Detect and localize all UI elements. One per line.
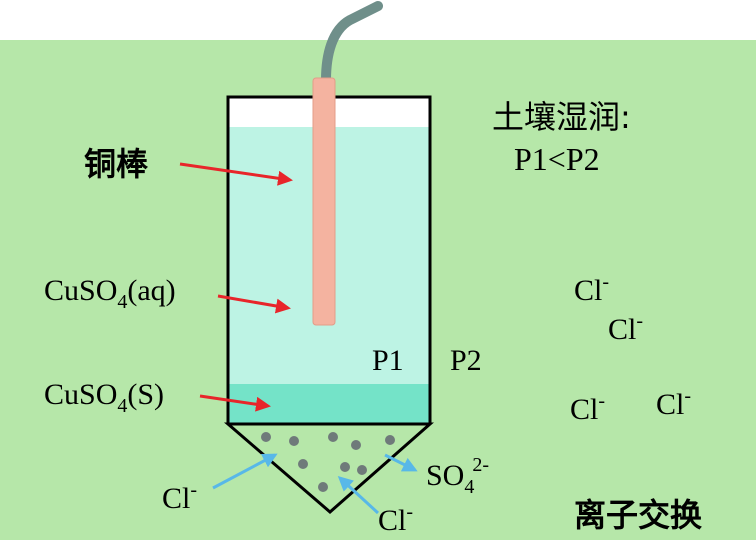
chloride-ion-1: Cl- <box>574 271 609 307</box>
p2-label: P2 <box>450 344 482 377</box>
chloride-ion-2: Cl- <box>608 310 643 346</box>
arrow-solid <box>199 394 271 412</box>
sulfate-ion-label: SO42- <box>426 454 489 498</box>
arrow-cl-bottom <box>337 475 380 515</box>
arrow-cl-left <box>212 453 278 490</box>
soil-condition-label: 土壤湿润: <box>492 98 631 136</box>
arrow-copper-rod <box>179 162 293 186</box>
arrow-solution <box>217 294 291 314</box>
ion-exchange-label: 离子交换 <box>574 496 702 534</box>
lead-wire <box>321 1 383 85</box>
porous-cone <box>223 422 434 514</box>
p1-label: P1 <box>372 344 404 377</box>
solid-label: CuSO4(S) <box>44 378 164 417</box>
chloride-ion-cone-left: Cl- <box>162 479 197 515</box>
chloride-ion-3: Cl- <box>570 390 605 426</box>
potential-relation-label: P1<P2 <box>514 141 600 177</box>
solution-label: CuSO4(aq) <box>44 274 176 313</box>
copper-rod <box>312 77 336 326</box>
chloride-ion-4: Cl- <box>656 385 691 421</box>
chloride-ion-cone-bottom: Cl- <box>378 501 413 537</box>
arrow-so4 <box>384 453 418 472</box>
copper-rod-label: 铜棒 <box>84 145 149 183</box>
porous-particles <box>261 432 395 492</box>
